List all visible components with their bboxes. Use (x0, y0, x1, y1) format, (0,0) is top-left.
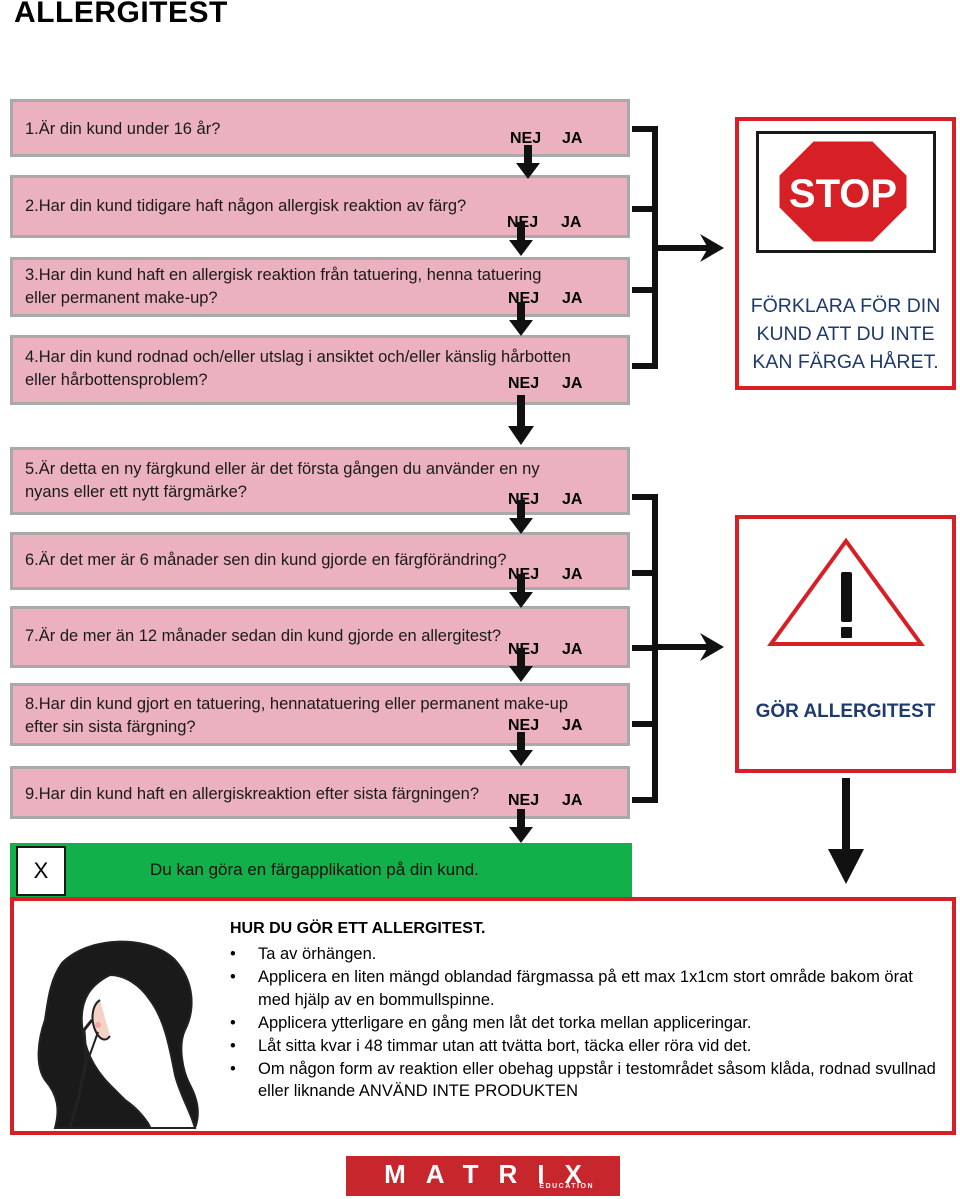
result-checkbox: X (16, 846, 66, 896)
allergy-bracket (632, 494, 658, 803)
down-arrow-icon (509, 222, 533, 256)
question-text-8: 8.Har din kund gjort en tatuering, henna… (25, 695, 569, 736)
instructions-list: Ta av örhängen. Applicera en liten mängd… (230, 943, 940, 1103)
answer-yes-4: JA (562, 375, 583, 392)
question-text-9: 9.Har din kund haft en allergiskreaktion… (25, 785, 480, 803)
matrix-logo (346, 1156, 620, 1196)
allergy-test-message: GÖR ALLERGITEST (755, 701, 936, 722)
question-text-6: 6.Är det mer är 6 månader sen din kund g… (25, 551, 507, 569)
question-box-3: 3.Har din kund haft en allergisk reaktio… (10, 257, 630, 317)
question-text-2: 2.Har din kund tidigare haft någon aller… (25, 197, 467, 215)
question-box-7: 7.Är de mer än 12 månader sedan din kund… (10, 606, 630, 668)
page-title: ALLERGITEST (14, 0, 228, 29)
answer-yes-1: JA (562, 130, 583, 147)
question-text-5: 5.Är detta en ny färgkund eller är det f… (25, 460, 540, 501)
stop-bracket (632, 126, 715, 369)
question-box-6: 6.Är det mer är 6 månader sen din kund g… (10, 532, 630, 590)
question-text-1: 1.Är din kund under 16 år? (25, 120, 221, 138)
answer-no-3: NEJ (508, 290, 540, 307)
down-arrow-icon (509, 809, 533, 843)
question-text-7: 7.Är de mer än 12 månader sedan din kund… (25, 627, 502, 645)
instruction-item: Applicera ytterligare en gång men låt de… (230, 1012, 940, 1035)
question-text-4: 4.Har din kund rodnad och/eller utslag i… (25, 348, 571, 389)
down-arrow-icon (509, 732, 533, 766)
down-arrow-icon (509, 302, 533, 336)
warning-triangle-icon (767, 537, 925, 646)
instruction-item: Applicera en liten mängd oblandad färgma… (230, 966, 940, 1011)
question-box-8: 8.Har din kund gjort en tatuering, henna… (10, 683, 630, 746)
result-banner (10, 843, 632, 900)
logo-name: MATRIX (384, 1159, 602, 1189)
woman-profile-illustration (37, 940, 199, 1129)
question-box-1: 1.Är din kund under 16 år? (10, 99, 630, 157)
question-box-2: 2.Har din kund tidigare haft någon aller… (10, 175, 630, 238)
answer-no-8: NEJ (508, 717, 540, 734)
question-box-5: 5.Är detta en ny färgkund eller är det f… (10, 447, 630, 515)
answer-yes-7: JA (562, 641, 583, 658)
right-arrow-icon (700, 234, 724, 262)
down-arrow-icon (509, 648, 533, 682)
answer-yes-3: JA (562, 290, 583, 307)
answer-no-5: NEJ (508, 491, 540, 508)
stop-sign-text: STOP (789, 172, 897, 216)
instruction-item: Låt sitta kvar i 48 timmar utan att tvät… (230, 1035, 940, 1058)
question-box-9: 9.Har din kund haft en allergiskreaktion… (10, 766, 630, 819)
stop-message: FÖRKLARA FÖR DIN KUND ATT DU INTE KAN FÄ… (750, 295, 941, 373)
answer-no-1: NEJ (510, 130, 542, 147)
down-arrow-icon (509, 574, 533, 608)
instruction-item: Ta av örhängen. (230, 943, 940, 966)
answer-yes-9: JA (562, 792, 583, 809)
stop-sign-icon: STOP (776, 138, 910, 245)
answer-yes-5: JA (562, 491, 583, 508)
question-box-4: 4.Har din kund rodnad och/eller utslag i… (10, 335, 630, 405)
answer-yes-8: JA (562, 717, 583, 734)
question-text-3: 3.Har din kund haft en allergisk reaktio… (25, 266, 542, 307)
answer-no-9: NEJ (508, 792, 540, 809)
answer-no-4: NEJ (508, 375, 540, 392)
result-text: Du kan göra en färgapplikation på din ku… (150, 860, 479, 879)
logo-subtitle: EDUCATION (539, 1183, 594, 1190)
instruction-item: Om någon form av reaktion eller obehag u… (230, 1058, 940, 1103)
down-arrow-icon (516, 145, 540, 179)
instructions-title: HUR DU GÖR ETT ALLERGITEST. (230, 920, 486, 937)
down-arrow-icon (508, 395, 534, 445)
down-arrow-icon (509, 500, 533, 534)
answer-yes-2: JA (561, 214, 582, 231)
down-arrow-icon (828, 778, 864, 884)
answer-yes-6: JA (562, 566, 583, 583)
